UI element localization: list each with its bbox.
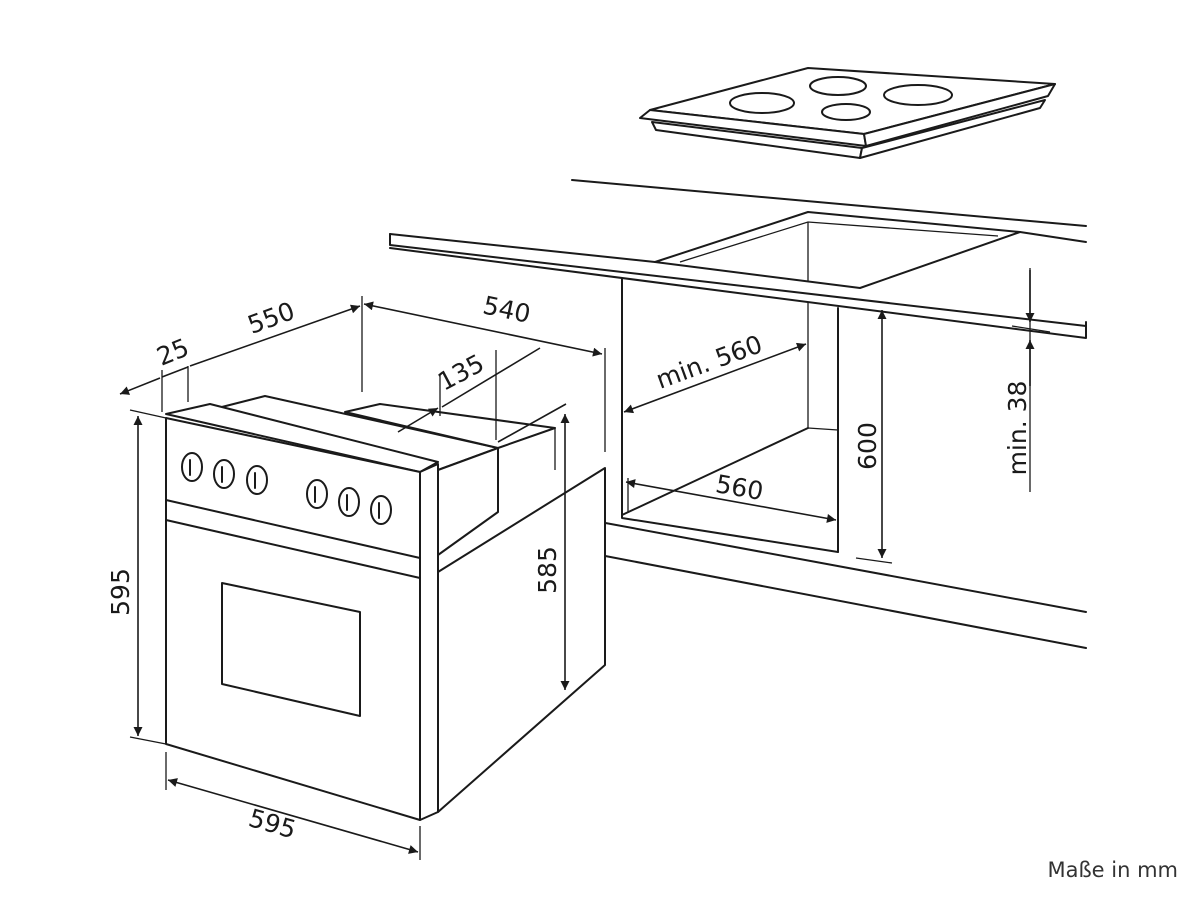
dim-line-panel-depth-ext [161,366,189,378]
dim-line-oven-width [167,778,419,854]
label-cutout-min-depth: min. 560 [652,329,766,394]
knob-icon [338,487,360,517]
knob-icon [370,495,392,525]
dim-line-cutout-min-depth [623,342,807,414]
hob-burner [729,92,795,114]
label-panel-depth: 25 [153,333,193,372]
dim-line-depth-without-panel [189,304,361,367]
dim-line-top-offset-ext [441,347,541,408]
oven [165,395,606,821]
dim-line-panel-depth [119,377,161,395]
label-oven-width: 595 [245,803,299,844]
worktop [389,179,1087,339]
oven-knobs [181,452,392,525]
label-depth-without-panel: 550 [244,296,299,340]
dim-line-depth-total [363,301,603,357]
dim-line-top-offset [397,407,439,433]
knob-icon [213,459,235,489]
dimension-lines [119,270,1035,854]
knob-icon [246,465,268,495]
hob-burner [883,84,953,106]
dim-line-top-offset-ext2 [497,403,567,443]
hob [639,67,1056,159]
label-top-offset: 135 [433,348,489,396]
label-cutout-height: 600 [853,422,882,470]
label-depth-total: 540 [480,291,533,329]
knob-icon [181,452,203,482]
label-worktop-min: min. 38 [1003,381,1032,476]
label-oven-height: 595 [106,568,135,616]
units-note: Maße in mm [1047,858,1178,882]
hob-burner [809,76,867,96]
knob-icon [306,479,328,509]
label-cutout-width: 560 [713,469,765,506]
label-oven-body-height: 585 [533,546,562,594]
oven-window [221,582,361,717]
dim-line-cutout-width [625,479,837,523]
hob-burner [821,103,871,121]
